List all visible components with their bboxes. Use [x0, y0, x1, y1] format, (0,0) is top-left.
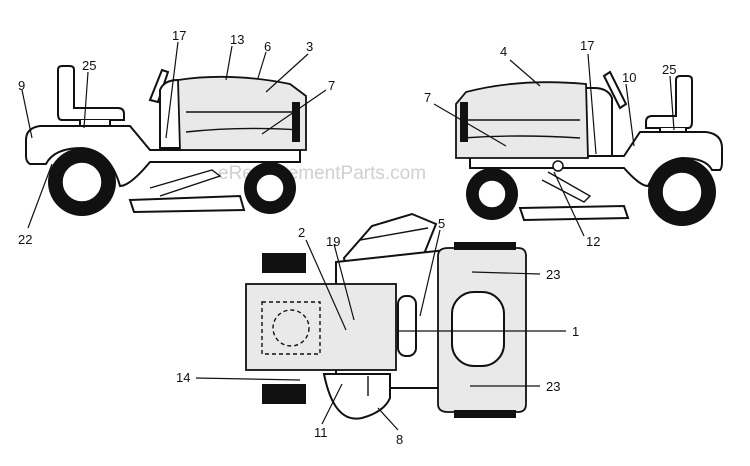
top-rear-right-tyre [454, 410, 516, 418]
callout-11: 11 [314, 425, 328, 440]
left-mower-deck [128, 194, 246, 214]
left-steering-wheel [148, 68, 170, 104]
callout-25-left: 25 [82, 58, 96, 73]
right-mower-deck [518, 204, 630, 222]
top-hood-decal-outline [261, 301, 321, 355]
right-seat [645, 75, 693, 129]
callout-10: 10 [622, 70, 636, 85]
top-seat [397, 295, 417, 357]
callout-1: 1 [572, 324, 579, 339]
callout-2: 2 [298, 225, 305, 240]
left-mower [25, 65, 307, 216]
callout-25-right: 25 [662, 62, 676, 77]
leader-lines [21, 41, 675, 431]
callout-7-right: 7 [424, 90, 431, 105]
left-hood [177, 75, 307, 151]
callout-23-bottom: 23 [546, 379, 560, 394]
right-steering-wheel [602, 70, 628, 110]
callout-14: 14 [176, 370, 190, 385]
callout-labels: 9 25 17 13 6 3 7 22 4 17 10 25 7 12 2 19… [18, 28, 676, 447]
callout-5: 5 [438, 216, 445, 231]
callout-17-right: 17 [580, 38, 594, 53]
callout-9: 9 [18, 78, 25, 93]
right-dash-tower [585, 87, 613, 157]
callout-7-left: 7 [328, 78, 335, 93]
left-headlight [292, 102, 300, 142]
callout-4: 4 [500, 44, 507, 59]
callout-6: 6 [264, 39, 271, 54]
callout-22: 22 [18, 232, 32, 247]
callout-12: 12 [586, 234, 600, 249]
callout-3: 3 [306, 39, 313, 54]
top-front-right-tyre [262, 384, 306, 404]
top-seat-pan [451, 291, 505, 367]
callout-17-left: 17 [172, 28, 186, 43]
top-mower-deck [322, 373, 391, 420]
top-hood [245, 283, 397, 371]
top-view-mower [245, 212, 527, 420]
right-mower [455, 70, 723, 226]
top-front-left-tyre [262, 253, 306, 273]
callout-19: 19 [326, 234, 340, 249]
callout-8: 8 [396, 432, 403, 447]
callout-13: 13 [230, 32, 244, 47]
top-rear-left-tyre [454, 242, 516, 250]
left-seat [57, 65, 125, 121]
callout-23-top: 23 [546, 267, 560, 282]
